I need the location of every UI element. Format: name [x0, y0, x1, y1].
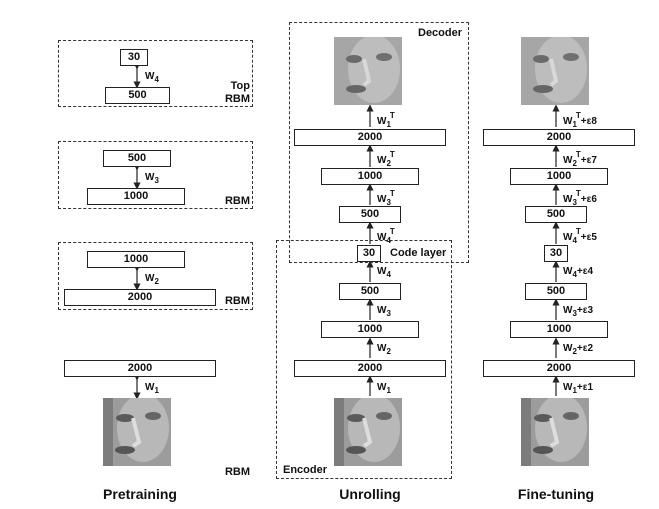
ft-weight-4: W4+ε4: [563, 266, 594, 279]
encoder-box: [276, 240, 452, 479]
caption-finetuning: Fine-tuning: [517, 486, 595, 502]
ft-weight-3: W3+ε3: [563, 305, 594, 318]
pretrain-weight-w4: W4: [145, 71, 159, 84]
ft-input-face: [521, 398, 589, 466]
unroll-input-face: [334, 398, 402, 466]
unroll-weight-w4: W4: [377, 266, 391, 279]
ft-layer-500-bottom: 500: [525, 283, 587, 300]
ft-code-layer-30: 30: [544, 245, 568, 262]
ft-weight-6: W3T+ε6: [563, 189, 597, 207]
caption-pretraining: Pretraining: [103, 486, 177, 502]
unroll-weight-w3t: W3T: [377, 189, 395, 207]
ft-weight-7: W2T+ε7: [563, 150, 597, 168]
code-layer-label: Code layer: [390, 247, 447, 259]
ft-layer-1000-top: 1000: [510, 168, 608, 185]
pretrain-layer-2000-a: 2000: [64, 289, 216, 306]
ft-layer-1000-bottom: 1000: [510, 321, 608, 338]
unroll-layer-2000-bottom: 2000: [294, 360, 446, 377]
pretrain-layer-1000-a: 1000: [87, 188, 185, 205]
top-rbm-box: [58, 40, 253, 107]
pretrain-layer-500: 500: [103, 150, 171, 167]
decoder-label: Decoder: [418, 27, 463, 39]
unroll-code-layer-30: 30: [357, 245, 381, 262]
pretrain-face-image: [103, 398, 171, 466]
rbm-label-3: RBM: [224, 195, 250, 207]
unroll-layer-500-top: 500: [339, 206, 401, 223]
pretrain-weight-w2: W2: [145, 273, 159, 286]
pretrain-weight-w3: W3: [145, 172, 159, 185]
pretrain-layer-2000-b: 2000: [64, 360, 216, 377]
ft-weight-1: W1+ε1: [563, 382, 594, 395]
ft-output-face: [521, 37, 589, 105]
unroll-layer-1000-bottom: 1000: [321, 321, 419, 338]
unroll-weight-w1t: W1T: [377, 111, 395, 129]
pretrain-layer-1000-b: 1000: [87, 251, 185, 268]
decoder-box: [289, 22, 469, 263]
ft-weight-8: W1T+ε8: [563, 111, 597, 129]
unroll-layer-500-bottom: 500: [339, 283, 401, 300]
unroll-weight-w1: W1: [377, 382, 391, 395]
ft-layer-2000-top: 2000: [483, 129, 635, 146]
rbm-box-2: [58, 242, 253, 310]
unroll-layer-1000-top: 1000: [321, 168, 419, 185]
unroll-layer-2000-top: 2000: [294, 129, 446, 146]
pretrain-layer-30: 30: [120, 49, 148, 66]
unroll-weight-w3: W3: [377, 305, 391, 318]
ft-weight-5: W4T+ε5: [563, 227, 597, 245]
rbm-box-3: [58, 141, 253, 209]
rbm-label-2: RBM: [224, 295, 250, 307]
encoder-label: Encoder: [283, 464, 328, 476]
pretrain-weight-w1: W1: [145, 382, 159, 395]
unroll-weight-w4t: W4T: [377, 227, 395, 245]
unroll-weight-w2t: W2T: [377, 150, 395, 168]
unroll-weight-w2: W2: [377, 343, 391, 356]
unroll-output-face: [334, 37, 402, 105]
ft-weight-2: W2+ε2: [563, 343, 594, 356]
caption-unrolling: Unrolling: [339, 486, 401, 502]
rbm-label-1: RBM: [224, 466, 250, 478]
ft-layer-500-top: 500: [525, 206, 587, 223]
pretrain-layer-500-top: 500: [105, 87, 170, 104]
ft-layer-2000-bottom: 2000: [483, 360, 635, 377]
